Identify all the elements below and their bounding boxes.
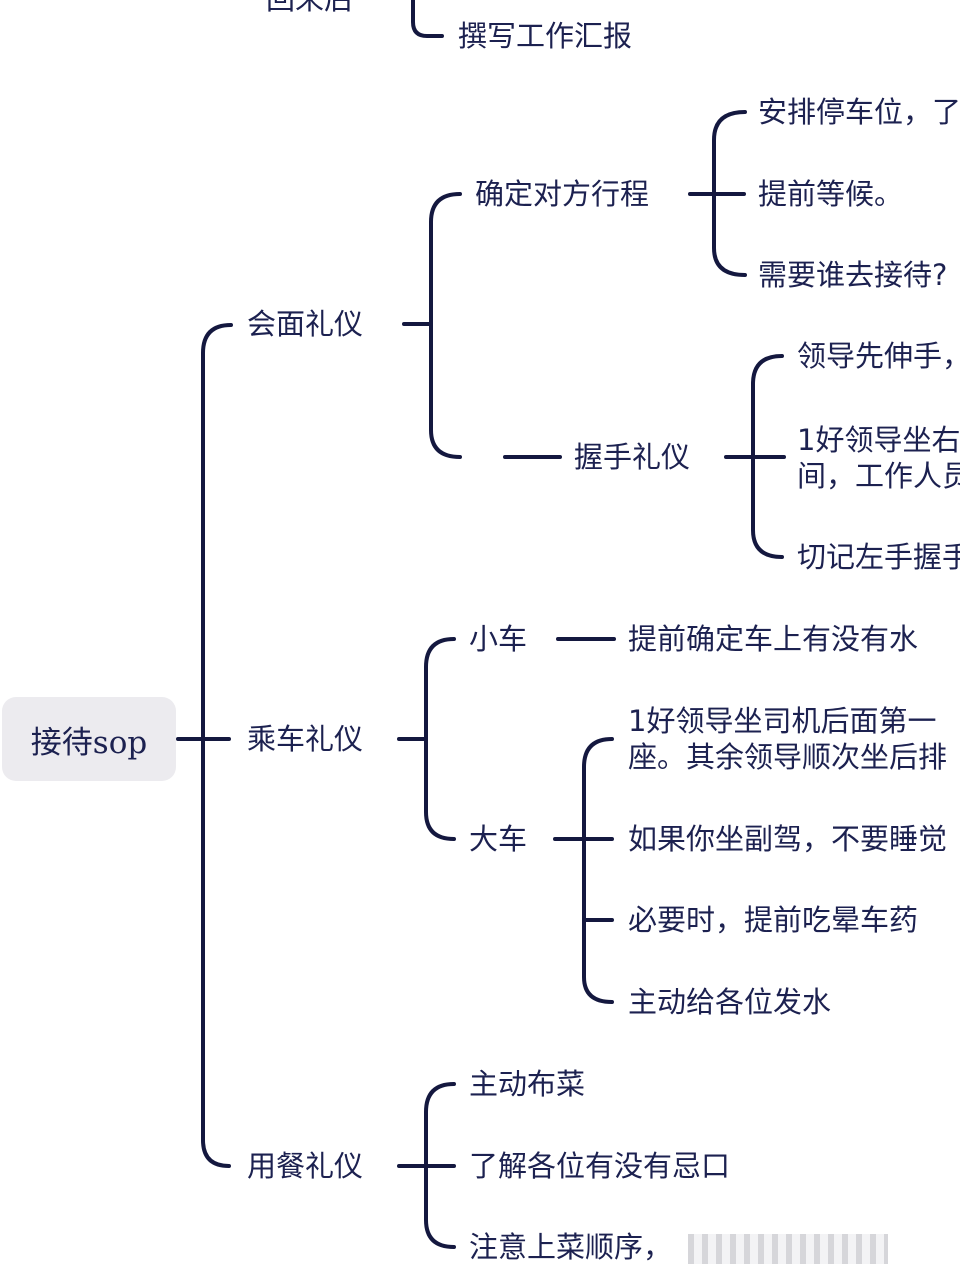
leaf-who-receives: 需要谁去接待? bbox=[758, 258, 948, 292]
root-node-label: 接待sop bbox=[30, 724, 148, 761]
node-handshake-etiquette: 握手礼仪 bbox=[574, 440, 691, 474]
watermark-blur bbox=[688, 1234, 888, 1264]
leaf-parking: 安排停车位，了 bbox=[758, 95, 960, 129]
node-work-report: 撰写工作汇报 bbox=[458, 19, 633, 53]
leaf-motion-sickness: 必要时，提前吃晕车药 bbox=[628, 903, 919, 937]
node-ride-etiquette: 乘车礼仪 bbox=[247, 722, 364, 756]
root-node: 接待sop bbox=[2, 697, 176, 781]
partial-node-label: 回来后 bbox=[266, 0, 353, 16]
node-confirm-itinerary: 确定对方行程 bbox=[475, 177, 650, 211]
leaf-wait-early: 提前等候。 bbox=[758, 177, 904, 211]
leaf-dish-order: 注意上菜顺序， bbox=[469, 1230, 673, 1264]
leaf-seat-right: 1好领导坐右 间，工作人员 bbox=[797, 423, 960, 493]
leaf-no-sleep: 如果你坐副驾，不要睡觉 bbox=[628, 822, 948, 856]
node-dining-etiquette: 用餐礼仪 bbox=[247, 1149, 364, 1183]
leaf-seat-behind-driver: 1好领导坐司机后面第一 座。其余领导顺次坐后排 bbox=[628, 704, 948, 774]
leaf-check-water: 提前确定车上有没有水 bbox=[628, 622, 919, 656]
leaf-give-water: 主动给各位发水 bbox=[628, 985, 832, 1019]
node-small-car: 小车 bbox=[469, 622, 528, 656]
node-meeting-etiquette: 会面礼仪 bbox=[247, 307, 364, 341]
leaf-dietary-restrictions: 了解各位有没有忌口 bbox=[469, 1149, 731, 1183]
leaf-no-left-hand: 切记左手握手 bbox=[797, 540, 960, 574]
leaf-leader-hand-first: 领导先伸手， bbox=[797, 339, 960, 373]
leaf-serve-dishes: 主动布菜 bbox=[469, 1067, 586, 1101]
node-big-car: 大车 bbox=[469, 822, 528, 856]
